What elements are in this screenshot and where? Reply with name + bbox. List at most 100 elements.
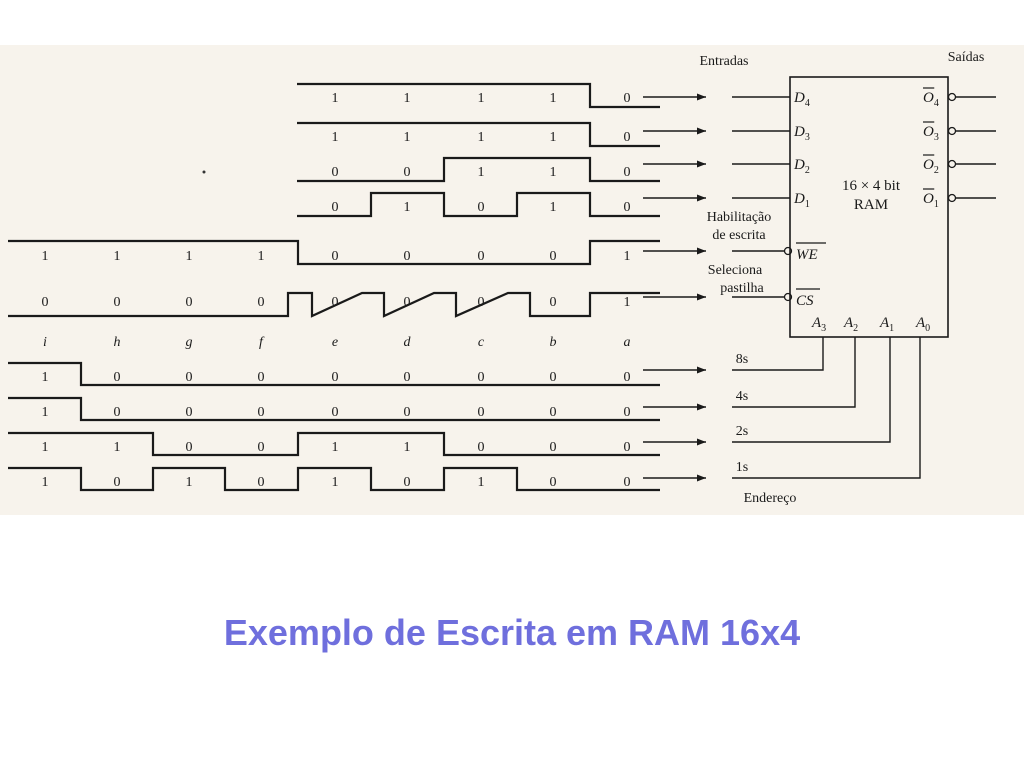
address-bit-2-7: 0: [550, 440, 557, 455]
data-waveform-d1: [297, 191, 660, 218]
address-bit-0-2: 0: [186, 370, 193, 385]
output-bubble-3: [947, 126, 957, 136]
address-bit-2-2: 0: [186, 440, 193, 455]
address-bit-2-4: 1: [332, 440, 339, 455]
output-bubble-4: [947, 92, 957, 102]
address-bit-0-4: 0: [332, 370, 339, 385]
scan-speck: [202, 170, 206, 174]
data-bit-d1-4: 0: [624, 200, 631, 215]
address-bit-0-1: 0: [114, 370, 121, 385]
address-waveform-1: [8, 396, 660, 422]
address-bit-1-1: 0: [114, 405, 121, 420]
address-wire-0: [732, 337, 824, 371]
time-label-i: i: [43, 335, 47, 350]
chip-pin-a2: A2: [843, 315, 858, 334]
chip-pin-o1: O1: [923, 191, 939, 210]
address-waveform-0: [8, 361, 660, 387]
data-bit-d4-4: 0: [624, 91, 631, 106]
address-wire-3: [732, 337, 921, 479]
we-bit-8: 1: [624, 249, 631, 264]
data-bit-d1-3: 1: [550, 200, 557, 215]
time-label-e: e: [332, 335, 338, 350]
time-label-a: a: [624, 335, 631, 350]
chip-pin-we: WE: [796, 247, 818, 263]
data-waveform-d2: [297, 156, 660, 183]
we-bit-4: 0: [332, 249, 339, 264]
label-inputs: Entradas: [700, 54, 749, 69]
waveforms: [8, 82, 660, 492]
address-bit-0-6: 0: [478, 370, 485, 385]
address-waveform-3: [8, 466, 660, 492]
wires: [643, 93, 921, 482]
address-bit-0-0: 1: [42, 370, 49, 385]
label-outputs: Saídas: [948, 50, 985, 65]
data-bit-d2-3: 1: [550, 165, 557, 180]
address-bit-3-1: 0: [114, 475, 121, 490]
output-bubble-1: [947, 193, 957, 203]
address-bit-3-7: 0: [550, 475, 557, 490]
data-waveform-d3: [297, 121, 660, 148]
address-wire-1: [732, 337, 856, 408]
address-bit-3-2: 1: [186, 475, 193, 490]
data-bit-d2-0: 0: [332, 165, 339, 180]
time-label-c: c: [478, 335, 485, 350]
cs-bit-4: 0: [332, 295, 339, 310]
address-bit-3-0: 1: [42, 475, 49, 490]
address-bit-2-6: 0: [478, 440, 485, 455]
cs-bit-6: 0: [478, 295, 485, 310]
we-waveform: [8, 239, 660, 266]
data-bit-d1-1: 1: [404, 200, 411, 215]
label-write-enable-1: Habilitação: [707, 210, 772, 225]
data-waveform-d4: [297, 82, 660, 109]
arrow-head-8: [697, 438, 706, 446]
address-waveform-2: [8, 431, 660, 457]
address-bit-2-1: 1: [114, 440, 121, 455]
cs-bit-2: 0: [186, 295, 193, 310]
arrow-head-2: [697, 160, 706, 168]
label-chip-select-1: Seleciona: [708, 263, 763, 278]
chip-pin-o4: O4: [923, 90, 939, 109]
chip-label-size: 16 × 4 bit: [842, 178, 901, 194]
we-bit-0: 1: [42, 249, 49, 264]
address-bit-1-0: 1: [42, 405, 49, 420]
slide-title: Exemplo de Escrita em RAM 16x4: [223, 612, 801, 653]
we-bit-1: 1: [114, 249, 121, 264]
address-weight-1s: 1s: [736, 460, 748, 475]
address-bit-2-3: 0: [258, 440, 265, 455]
we-bit-2: 1: [186, 249, 193, 264]
cs-bit-5: 0: [404, 295, 411, 310]
data-bit-d1-0: 0: [332, 200, 339, 215]
address-bit-1-3: 0: [258, 405, 265, 420]
data-bit-d3-1: 1: [404, 130, 411, 145]
output-bubble-2: [947, 159, 957, 169]
arrow-head-0: [697, 93, 706, 101]
time-label-g: g: [186, 335, 193, 350]
address-bit-1-2: 0: [186, 405, 193, 420]
chip-pin-cs: CS: [796, 293, 814, 309]
we-bit-7: 0: [550, 249, 557, 264]
arrow-head-3: [697, 194, 706, 202]
address-weight-2s: 2s: [736, 424, 748, 439]
data-bit-d2-2: 1: [478, 165, 485, 180]
data-bit-d4-3: 1: [550, 91, 557, 106]
arrow-head-6: [697, 366, 706, 374]
we-bit-3: 1: [258, 249, 265, 264]
address-wire-2: [732, 337, 891, 443]
arrow-head-9: [697, 474, 706, 482]
data-bit-d2-1: 0: [404, 165, 411, 180]
data-bit-d3-4: 0: [624, 130, 631, 145]
address-bit-0-8: 0: [624, 370, 631, 385]
address-bit-1-7: 0: [550, 405, 557, 420]
time-label-h: h: [114, 335, 121, 350]
chip-pin-o3: O3: [923, 124, 939, 143]
chip-pin-d2: D2: [793, 157, 810, 176]
chip-pin-d1: D1: [793, 191, 810, 210]
address-bit-2-0: 1: [42, 440, 49, 455]
address-bit-0-5: 0: [404, 370, 411, 385]
address-bit-2-8: 0: [624, 440, 631, 455]
cs-bit-1: 0: [114, 295, 121, 310]
address-weight-4s: 4s: [736, 389, 748, 404]
address-bit-3-4: 1: [332, 475, 339, 490]
data-bit-d1-2: 0: [478, 200, 485, 215]
